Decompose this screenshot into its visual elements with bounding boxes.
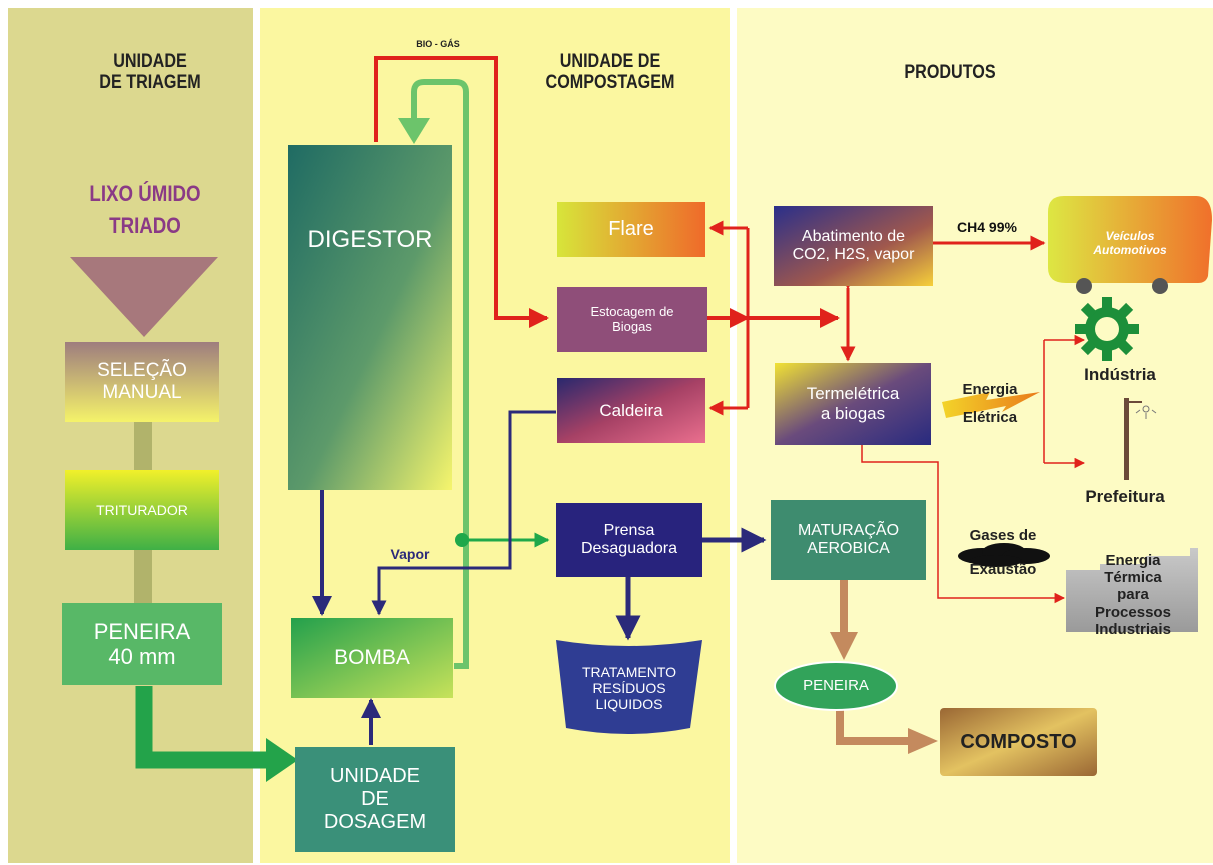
arrow-vapor bbox=[371, 410, 556, 616]
veiculos-text: Veículos Automotivos bbox=[1093, 229, 1167, 257]
energia-label: Energia Elétrica bbox=[962, 380, 1018, 427]
caldeira-box bbox=[557, 378, 705, 443]
digestor-box bbox=[288, 145, 452, 490]
selecao-box bbox=[65, 342, 219, 422]
selecao-text: SELEÇÃO MANUAL bbox=[97, 360, 187, 403]
flare-text: Flare bbox=[608, 218, 654, 240]
biogas-label: BIO - GÁS bbox=[416, 39, 460, 50]
smoke-icon bbox=[958, 543, 1050, 567]
header-triagem: UNIDADE DE TRIAGEM bbox=[99, 51, 201, 93]
caldeira-text: Caldeira bbox=[599, 400, 663, 420]
triturador-text: TRITURADOR bbox=[96, 501, 188, 518]
header-compostagem: UNIDADE DE COMPOSTAGEM bbox=[545, 51, 675, 93]
peneira40-box bbox=[62, 603, 222, 685]
vapor-label: Vapor bbox=[390, 546, 430, 563]
prefeitura-text: Prefeitura bbox=[1085, 487, 1165, 507]
funnel-icon bbox=[70, 257, 218, 337]
peneira-text: PENEIRA bbox=[803, 677, 869, 695]
industria-text: Indústria bbox=[1084, 365, 1156, 385]
arrow-peneira-dosagem bbox=[135, 686, 268, 769]
flare-box bbox=[557, 202, 705, 257]
arrow-biogas bbox=[374, 56, 549, 328]
composto-box bbox=[940, 708, 1097, 776]
composto-text: COMPOSTO bbox=[960, 730, 1077, 753]
ch4-label: CH4 99% bbox=[957, 219, 1017, 236]
digestor-text: DIGESTOR bbox=[307, 226, 433, 254]
termeletrica-text: Termelétrica a biogas bbox=[806, 384, 900, 423]
abatimento-text: Abatimento de CO2, H2S, vapor bbox=[792, 227, 915, 263]
estocagem-text: Estocagem de Biogas bbox=[590, 303, 674, 334]
arrow-peneira-composto bbox=[836, 706, 912, 745]
tratamento-text: TRATAMENTO RESÍDUOS LIQUIDOS bbox=[581, 663, 677, 713]
streetlamp-icon bbox=[1124, 398, 1157, 480]
gear-icon bbox=[1075, 297, 1139, 361]
header-produtos: PRODUTOS bbox=[904, 61, 996, 83]
prensa-text: Prensa Desaguadora bbox=[580, 521, 678, 557]
triturador-box bbox=[65, 470, 219, 550]
bomba-text: BOMBA bbox=[334, 645, 410, 669]
gases-label: Gases de Exaustão bbox=[969, 526, 1037, 579]
tratamento-shape bbox=[556, 640, 702, 734]
factory-icon bbox=[1066, 548, 1198, 632]
vehicle-icon bbox=[1048, 196, 1212, 294]
peneira-ellipse bbox=[774, 661, 898, 711]
maturacao-box bbox=[771, 500, 926, 580]
arrow-recirculation bbox=[411, 79, 469, 669]
abatimento-box bbox=[774, 206, 933, 286]
termeletrica-box bbox=[775, 363, 931, 445]
dosagem-box bbox=[295, 747, 455, 852]
peneira40-text: PENEIRA 40 mm bbox=[93, 618, 191, 669]
prensa-box bbox=[556, 503, 702, 577]
maturacao-text: MATURAÇÃO AEROBICA bbox=[797, 521, 900, 557]
estocagem-box bbox=[557, 287, 707, 352]
bomba-box bbox=[291, 618, 453, 698]
energia-termica-text: Energia Térmica para Processos Industria… bbox=[1095, 551, 1171, 638]
triagem-panel bbox=[8, 8, 253, 863]
arrow-termica bbox=[861, 445, 1066, 604]
lightning-icon bbox=[942, 392, 1040, 418]
lixo-label: LIXO ÚMIDO TRIADO bbox=[89, 181, 201, 238]
dosagem-text: UNIDADE DE DOSAGEM bbox=[323, 765, 427, 833]
